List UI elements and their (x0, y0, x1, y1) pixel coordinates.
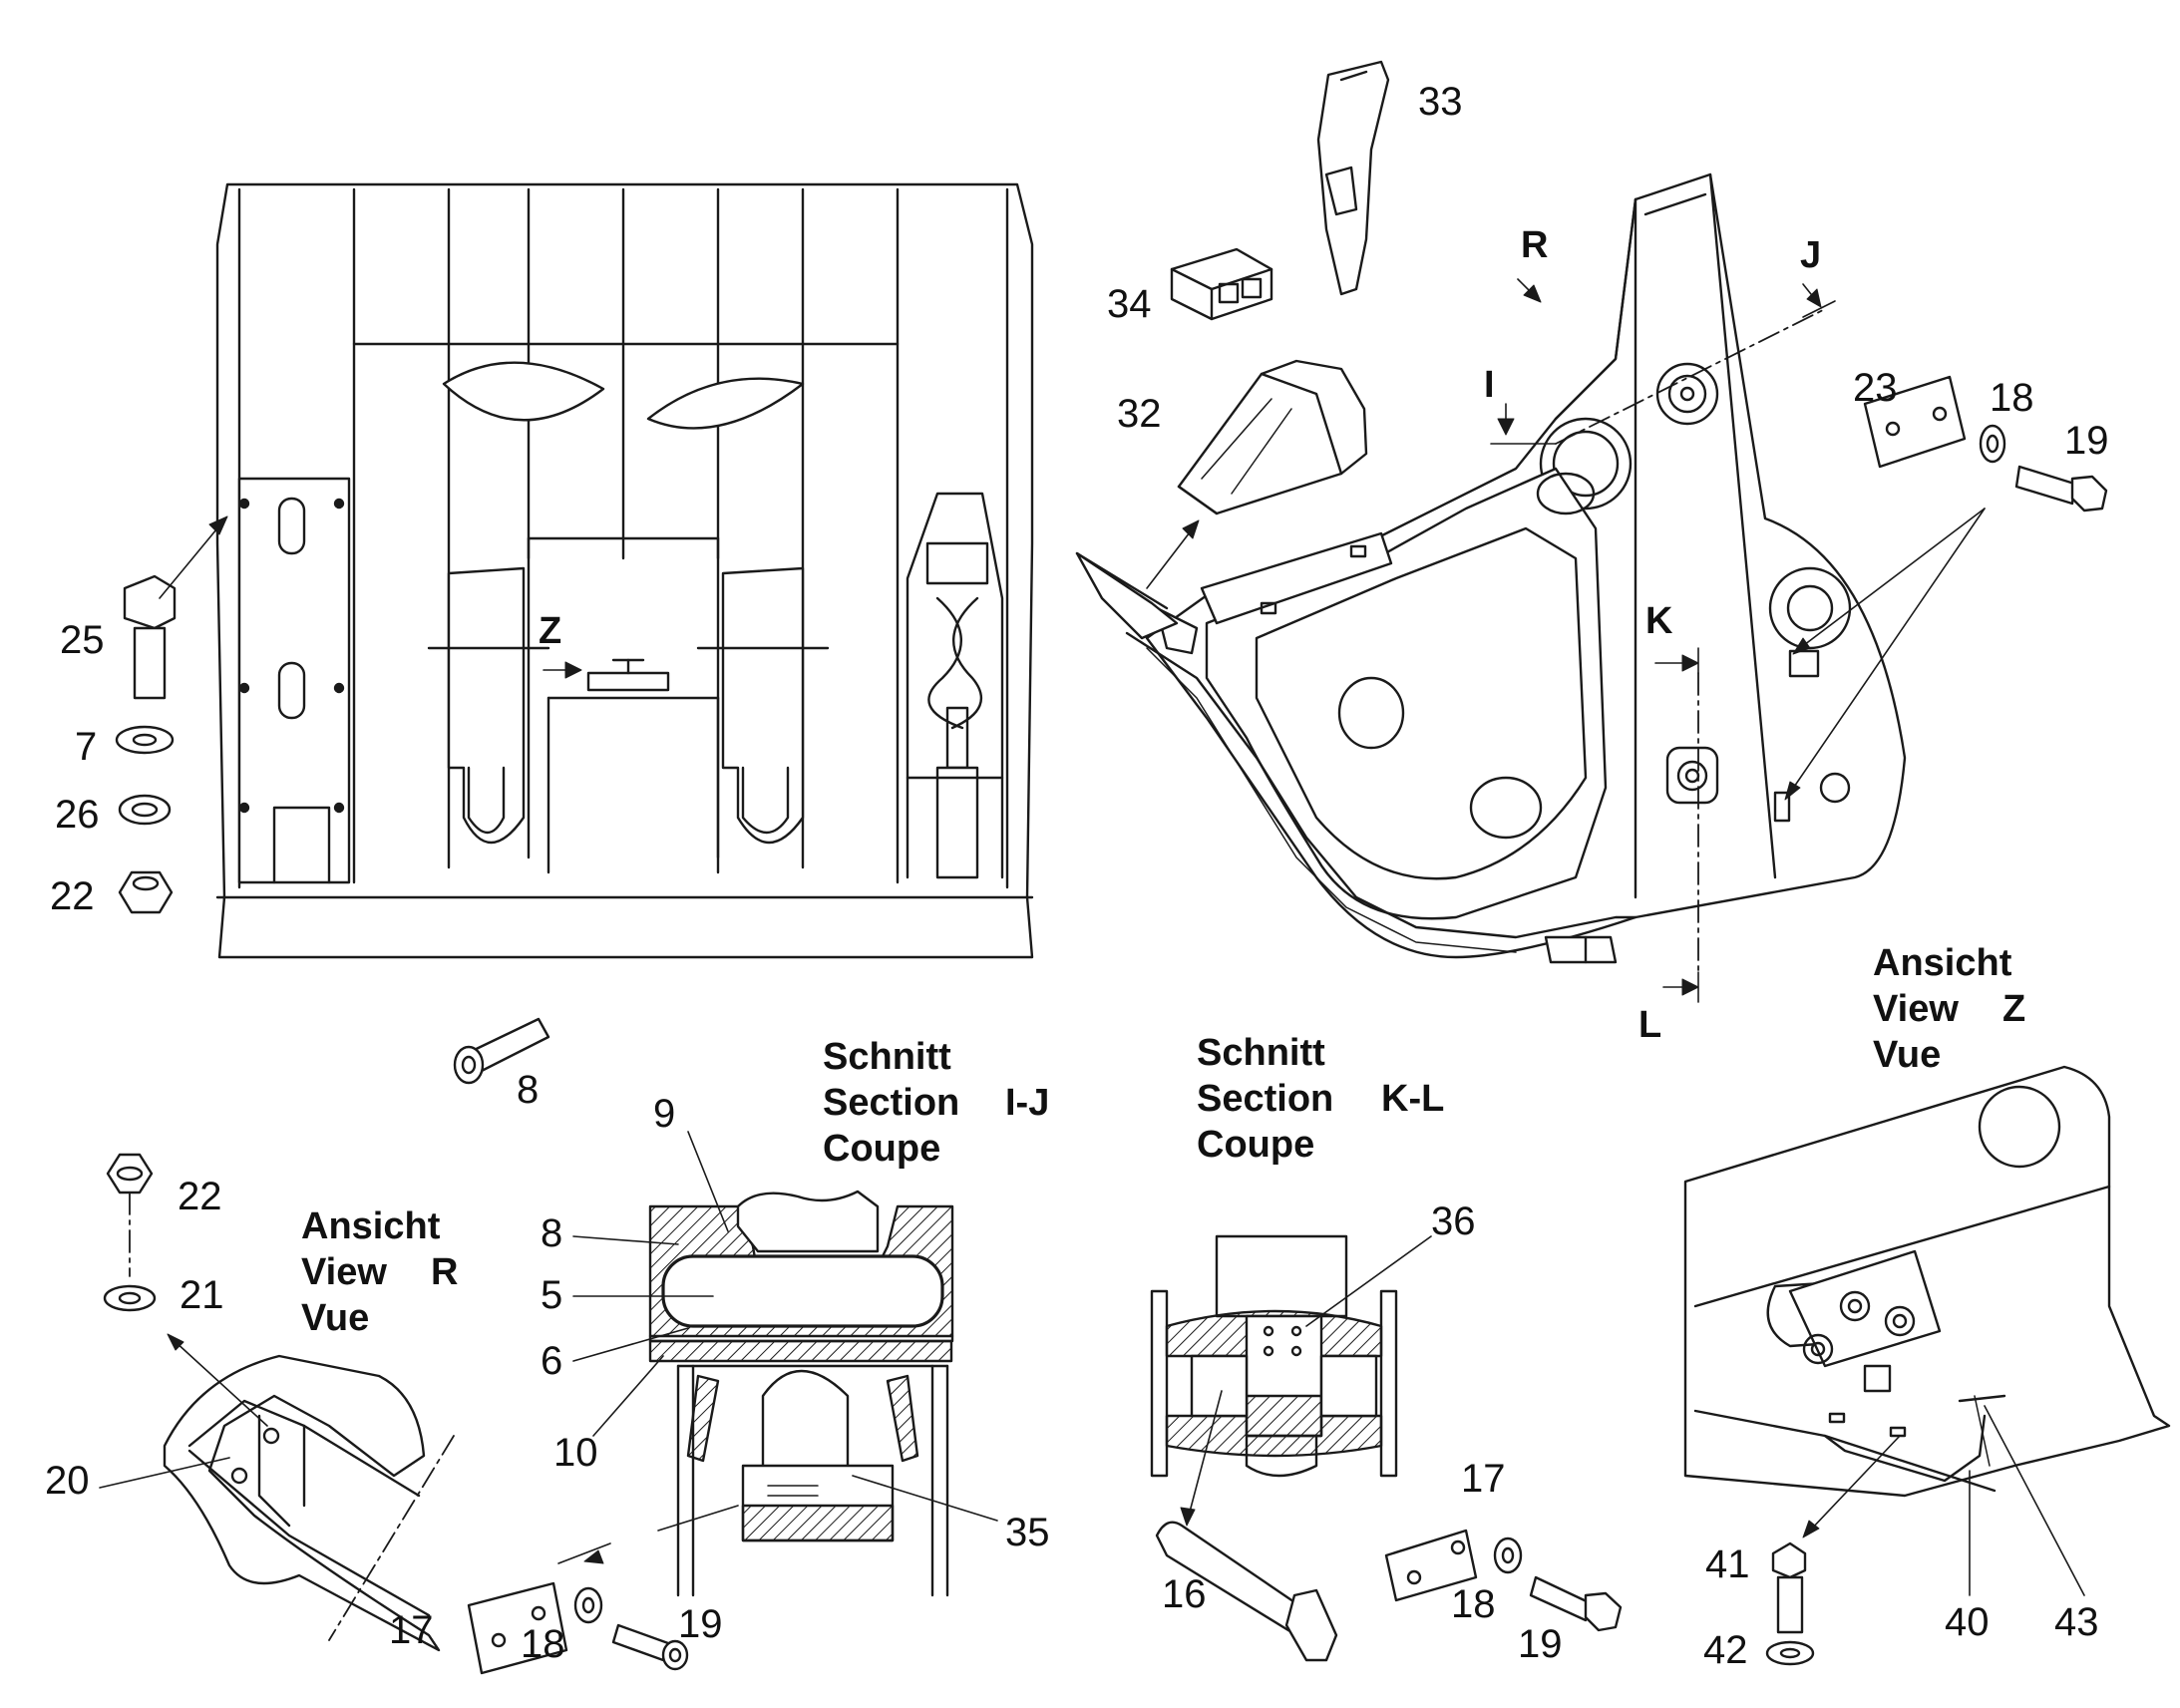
callout-8: 8 (517, 1068, 539, 1112)
callout-19: 19 (678, 1602, 723, 1646)
title-section: Section (1197, 1078, 1333, 1120)
callout-21: 21 (180, 1273, 224, 1317)
section-ij-line: I J (1484, 234, 1836, 445)
part-25-bolt: 25 (60, 515, 228, 700)
title-ansicht: Ansicht (1873, 942, 2012, 984)
part-22-nut: 22 (50, 870, 174, 918)
callout-10: 10 (553, 1431, 598, 1475)
part-34-retainer-block: 34 (1107, 247, 1273, 326)
callout-7: 7 (75, 725, 97, 769)
title-view-letter: Z (2002, 988, 2025, 1030)
callout-6: 6 (541, 1339, 562, 1383)
callout-43: 43 (2054, 1600, 2099, 1644)
title-section-letter: K-L (1381, 1078, 1444, 1120)
view-z-arrow: Z (539, 610, 582, 679)
bucket-front-view (215, 182, 1034, 959)
title-vue: Vue (1873, 1034, 1941, 1076)
part-17-plate: 17 (389, 1581, 568, 1675)
part-19-bolt: 19 (611, 1602, 723, 1671)
callout-23: 23 (1853, 366, 1898, 410)
section-kl-line: K L (1638, 600, 1699, 1046)
title-coupe: Coupe (1197, 1124, 1314, 1166)
part-32-tooth-tip: 32 (1117, 359, 1368, 589)
callout-19: 19 (2064, 419, 2109, 463)
callout-22: 22 (178, 1175, 222, 1218)
part-18-washer: 18 (521, 1586, 603, 1666)
part-8-bolt: 8 (453, 1017, 550, 1112)
title-view: View (1873, 988, 1959, 1030)
section-ij-detail: 9 8 5 6 10 35 (541, 1092, 1050, 1597)
callout-18: 18 (1451, 1582, 1496, 1626)
section-kl-title: Schnitt Section K-L Coupe (1197, 1032, 1444, 1166)
part-23-plate: 23 (1853, 366, 1967, 469)
callout-19: 19 (1518, 1622, 1563, 1666)
section-i-marker: I (1484, 364, 1495, 406)
section-j-marker: J (1800, 234, 1821, 276)
callout-8: 8 (541, 1211, 562, 1255)
title-section: Section (823, 1082, 959, 1124)
callout-17: 17 (389, 1608, 434, 1652)
callout-35: 35 (1005, 1511, 1050, 1554)
part-42-washer: 42 (1703, 1628, 1815, 1672)
view-r-marker: R (1521, 224, 1548, 266)
callout-34: 34 (1107, 282, 1152, 326)
callout-40: 40 (1945, 1600, 1990, 1644)
callout-20: 20 (45, 1459, 90, 1503)
callout-41: 41 (1705, 1542, 1750, 1586)
part-26-lock-washer: 26 (55, 793, 172, 837)
callout-33: 33 (1418, 80, 1463, 124)
callout-16: 16 (1162, 1572, 1207, 1616)
title-ansicht: Ansicht (301, 1205, 441, 1247)
part-7-washer: 7 (75, 725, 175, 769)
section-k-marker: K (1645, 600, 1673, 642)
part-33-tooth-adapter: 33 (1316, 60, 1463, 296)
section-ij-title: Schnitt Section I-J Coupe (823, 1036, 1049, 1170)
callout-17: 17 (1461, 1457, 1506, 1501)
view-z-title: Ansicht View Z Vue (1873, 942, 2025, 1076)
title-schnitt: Schnitt (1197, 1032, 1325, 1074)
bucket-side-view (1075, 172, 1907, 964)
view-r-arrow: R (1517, 224, 1548, 303)
part-18-washer: 18 (1451, 1537, 1523, 1626)
section-l-marker: L (1638, 1004, 1661, 1046)
part-16-pin: 16 (1155, 1521, 1338, 1662)
view-z-marker: Z (539, 610, 561, 652)
callout-9: 9 (653, 1092, 675, 1136)
callout-22: 22 (50, 874, 95, 918)
title-section-letter: I-J (1005, 1082, 1049, 1124)
title-view-letter: R (431, 1251, 458, 1293)
callout-42: 42 (1703, 1628, 1748, 1672)
part-41-bolt: 41 (1705, 1541, 1807, 1634)
title-schnitt: Schnitt (823, 1036, 951, 1078)
title-coupe: Coupe (823, 1128, 940, 1170)
callout-18: 18 (521, 1622, 565, 1666)
callout-36: 36 (1431, 1199, 1476, 1243)
part-19-bolt: 19 (1518, 1575, 1623, 1666)
callout-18: 18 (1990, 376, 2034, 420)
title-view: View (301, 1251, 387, 1293)
callout-25: 25 (60, 618, 105, 662)
callout-5: 5 (541, 1273, 562, 1317)
part-18-washer: 18 (1979, 376, 2034, 464)
part-19-bolt: 19 (1784, 419, 2109, 801)
view-r-detail: 22 21 20 (45, 1153, 455, 1652)
callout-32: 32 (1117, 392, 1162, 436)
section-kl-detail: 36 (1150, 1199, 1476, 1527)
callout-26: 26 (55, 793, 100, 837)
view-r-title: Ansicht View R Vue (301, 1205, 458, 1339)
view-z-detail: 43 40 (1683, 1065, 2171, 1644)
part-17-plate: 17 (1384, 1457, 1506, 1602)
title-vue: Vue (301, 1297, 369, 1339)
